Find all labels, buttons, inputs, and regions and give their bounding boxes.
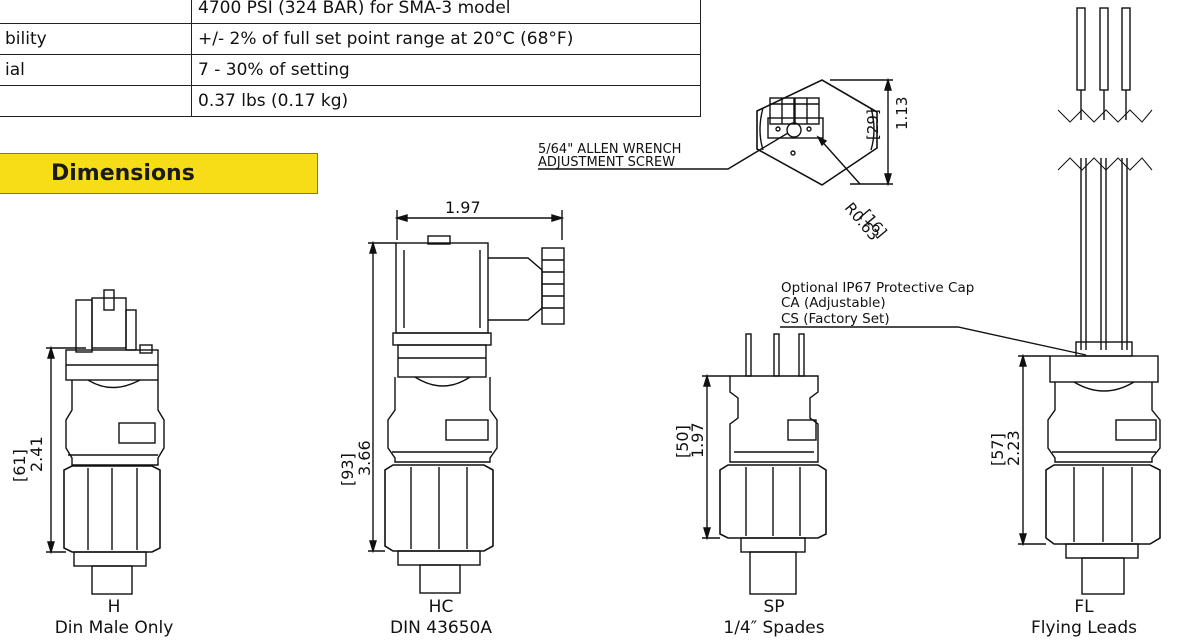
- model-code: HC: [428, 597, 454, 617]
- spec-value: +/- 2% of full set point range at 20°C (…: [191, 23, 701, 55]
- model-sp-dim-mm: [50]: [673, 425, 692, 458]
- model-fl-dim-mm: [57]: [988, 433, 1007, 466]
- spec-row: bility +/- 2% of full set point range at…: [0, 23, 701, 55]
- model-hc-dim-in: 3.66: [355, 440, 374, 476]
- spec-label: [0, 85, 192, 117]
- model-code: SP: [763, 597, 785, 617]
- top-view-height-in: 1.13: [893, 97, 911, 130]
- section-banner: Dimensions: [0, 153, 318, 194]
- model-hc-caption: HC DIN 43650A: [341, 597, 541, 639]
- model-h-caption: H Din Male Only: [14, 597, 214, 639]
- section-title: Dimensions: [51, 161, 195, 186]
- model-h-drawing: [46, 289, 165, 595]
- top-view-drawing: [538, 77, 893, 187]
- model-hc-drawing: [368, 210, 565, 594]
- spec-value: 4700 PSI (324 BAR) for SMA-3 model: [191, 0, 701, 24]
- model-fl-drawing: [780, 7, 1161, 595]
- specifications-table: 4700 PSI (324 BAR) for SMA-3 model bilit…: [0, 0, 701, 117]
- spec-value: 0.37 lbs (0.17 kg): [191, 85, 701, 117]
- model-hc-width: 1.97: [445, 198, 481, 217]
- model-fl-dim-in: 2.23: [1004, 430, 1023, 466]
- model-h-dim-in: 2.41: [27, 436, 46, 472]
- model-name: Din Male Only: [54, 618, 174, 638]
- top-view-note-2: ADJUSTMENT SCREW: [538, 155, 675, 170]
- spec-row: 4700 PSI (324 BAR) for SMA-3 model: [0, 0, 701, 24]
- spec-row: 0.37 lbs (0.17 kg): [0, 85, 701, 117]
- protective-cap-note-2: CA (Adjustable): [781, 295, 886, 311]
- model-sp-drawing: [702, 333, 827, 595]
- model-sp-caption: SP 1/4″ Spades: [674, 597, 874, 639]
- model-code: H: [107, 597, 121, 617]
- model-code: FL: [1074, 597, 1094, 617]
- model-h-dim-mm: [61]: [10, 449, 29, 482]
- model-fl-caption: FL Flying Leads: [984, 597, 1184, 639]
- model-name: 1/4″ Spades: [723, 618, 825, 638]
- model-name: Flying Leads: [1031, 618, 1137, 638]
- protective-cap-note-1: Optional IP67 Protective Cap: [781, 280, 974, 296]
- model-name: DIN 43650A: [390, 618, 492, 638]
- protective-cap-note-3: CS (Factory Set): [781, 311, 890, 327]
- model-hc-dim-mm: [93]: [338, 453, 357, 486]
- spec-value: 7 - 30% of setting: [191, 54, 701, 86]
- model-sp-dim-in: 1.97: [688, 422, 707, 458]
- top-view-note-1: 5/64" ALLEN WRENCH: [538, 142, 681, 157]
- top-view-height-mm: [29]: [864, 109, 882, 140]
